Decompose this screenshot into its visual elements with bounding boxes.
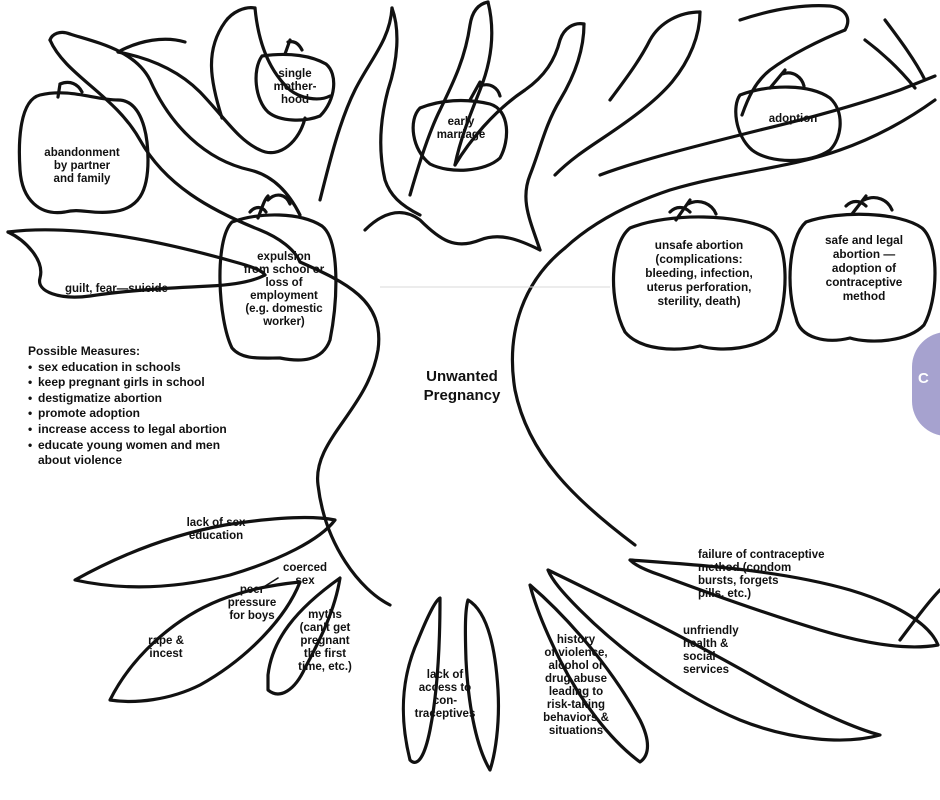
measure-item: destigmatize abortion bbox=[28, 391, 227, 407]
measure-item: sex education in schools bbox=[28, 360, 227, 376]
label-unsafe-abortion: unsafe abortion (complications: bleeding… bbox=[614, 238, 784, 308]
label-coerced-sex: coerced sex bbox=[276, 562, 334, 588]
label-single-motherhood: single mother- hood bbox=[262, 68, 328, 107]
label-contraceptive-failure: failure of contraceptive method (condom … bbox=[698, 549, 888, 601]
label-myths: myths (can't get pregnant the first time… bbox=[284, 609, 366, 674]
branch-far-right bbox=[885, 20, 925, 80]
fruit-early-marriage-stem bbox=[470, 82, 500, 100]
branch-center-left bbox=[320, 8, 392, 200]
fruit-single-motherhood-stem bbox=[285, 40, 302, 54]
label-history-violence: history of violence, alcohol or drug abu… bbox=[520, 634, 632, 738]
label-safe-abortion: safe and legal abortion — adoption of co… bbox=[798, 233, 930, 303]
fruit-safe-abortion-stem bbox=[846, 196, 892, 214]
measure-item: keep pregnant girls in school bbox=[28, 375, 227, 391]
label-abandonment: abandonment by partner and family bbox=[20, 147, 144, 186]
measures-heading: Possible Measures: bbox=[28, 344, 227, 360]
label-rape: rape & incest bbox=[136, 635, 196, 661]
label-adoption: adoption bbox=[748, 113, 838, 126]
branch-right-top bbox=[740, 6, 848, 30]
measure-item: promote adoption bbox=[28, 406, 227, 422]
trunk-crotch bbox=[365, 213, 540, 250]
possible-measures: Possible Measures: sex education in scho… bbox=[28, 344, 227, 469]
diagram-title: Unwanted Pregnancy bbox=[400, 367, 524, 405]
label-lack-access: lack of access to con- traceptives bbox=[412, 669, 478, 721]
branch-left-mid bbox=[211, 8, 255, 118]
label-early-marriage: early marriage bbox=[425, 116, 497, 142]
side-tab-letter: C bbox=[918, 370, 929, 387]
branch-left-curl-inner bbox=[8, 230, 265, 275]
branch-left-tip bbox=[50, 32, 70, 40]
label-lack-sex-ed: lack of sex education bbox=[166, 517, 266, 543]
branch-far-left bbox=[70, 34, 300, 215]
fruit-adoption-stem bbox=[770, 70, 804, 88]
label-guilt: guilt, fear—suicide bbox=[65, 283, 255, 296]
branch-upper-left-inner bbox=[118, 39, 185, 52]
branch-far-right-b bbox=[865, 40, 915, 88]
label-peer-pressure: peer pressure for boys bbox=[222, 584, 282, 623]
label-unfriendly-services: unfriendly health & social services bbox=[683, 625, 803, 677]
measure-item: educate young women and men about violen… bbox=[28, 438, 227, 469]
measure-item: increase access to legal abortion bbox=[28, 422, 227, 438]
measures-list: sex education in schools keep pregnant g… bbox=[28, 360, 227, 469]
branch-right-upper bbox=[610, 12, 700, 100]
